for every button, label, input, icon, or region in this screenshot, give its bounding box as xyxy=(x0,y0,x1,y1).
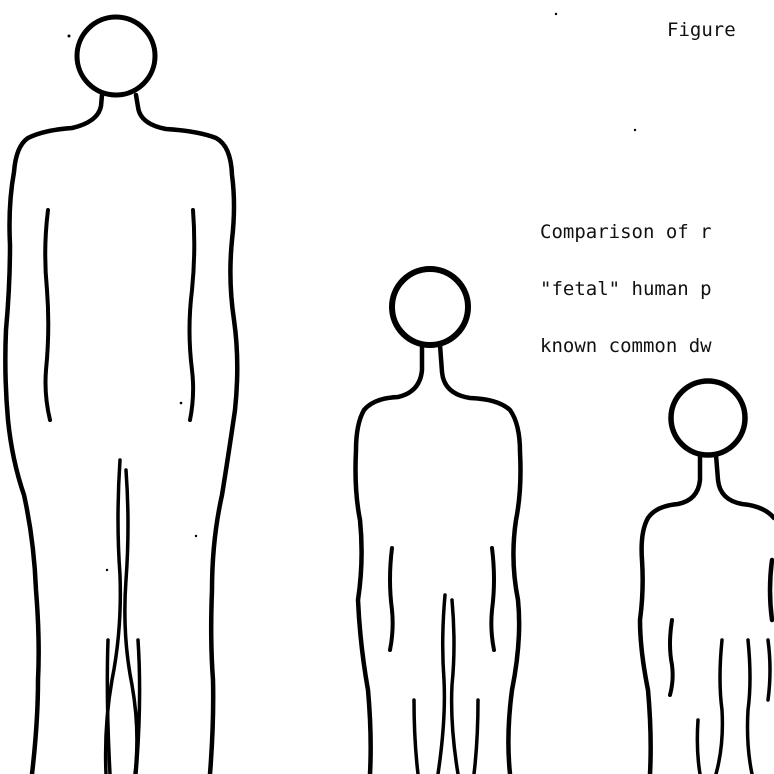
small-figure-left-arm-inner xyxy=(670,620,673,695)
tall-figure-left-outline xyxy=(5,95,102,774)
medium-figure-leg-line-1 xyxy=(438,595,445,774)
small-figure-inner-line-2 xyxy=(748,640,753,774)
small-figure-right-edge-fragment xyxy=(770,560,772,620)
tall-figure-left-arm-inner xyxy=(45,210,50,420)
medium-figure-head xyxy=(392,269,468,345)
scan-speck xyxy=(106,569,108,571)
comparison-caption: Comparison of r "fetal" human p known co… xyxy=(540,185,712,375)
scan-speck xyxy=(634,129,636,131)
figure-label: Figure xyxy=(667,19,736,41)
small-figure-inner-line-1 xyxy=(716,640,722,774)
small-human-figure xyxy=(640,381,774,774)
tall-figure-head xyxy=(77,17,155,95)
comparison-line-2: "fetal" human p xyxy=(540,280,712,299)
comparison-line-3: known common dw xyxy=(540,337,712,356)
medium-figure-leg-line-4 xyxy=(474,700,478,774)
medium-figure-right-arm-inner xyxy=(491,548,494,650)
tall-human-figure xyxy=(5,17,237,774)
small-figure-left-outline xyxy=(640,455,700,774)
small-figure-inner-line-3 xyxy=(697,720,700,774)
small-figure-inner-line-4 xyxy=(768,640,770,700)
medium-human-figure xyxy=(356,269,521,774)
scan-speck xyxy=(68,35,71,38)
tall-figure-right-outline xyxy=(136,95,237,774)
tall-figure-right-arm-inner xyxy=(190,210,195,420)
medium-figure-left-outline xyxy=(356,345,423,774)
small-figure-right-outline xyxy=(716,455,774,518)
small-figure-head xyxy=(671,381,745,455)
comparison-line-1: Comparison of r xyxy=(540,223,712,242)
scan-speck xyxy=(195,535,197,537)
scan-speck xyxy=(180,402,183,405)
medium-figure-left-arm-inner xyxy=(390,548,393,650)
scan-speck xyxy=(555,13,557,15)
medium-figure-leg-line-3 xyxy=(414,700,418,774)
tall-figure-leg-line-2 xyxy=(125,470,137,774)
medium-figure-leg-line-2 xyxy=(452,600,458,774)
